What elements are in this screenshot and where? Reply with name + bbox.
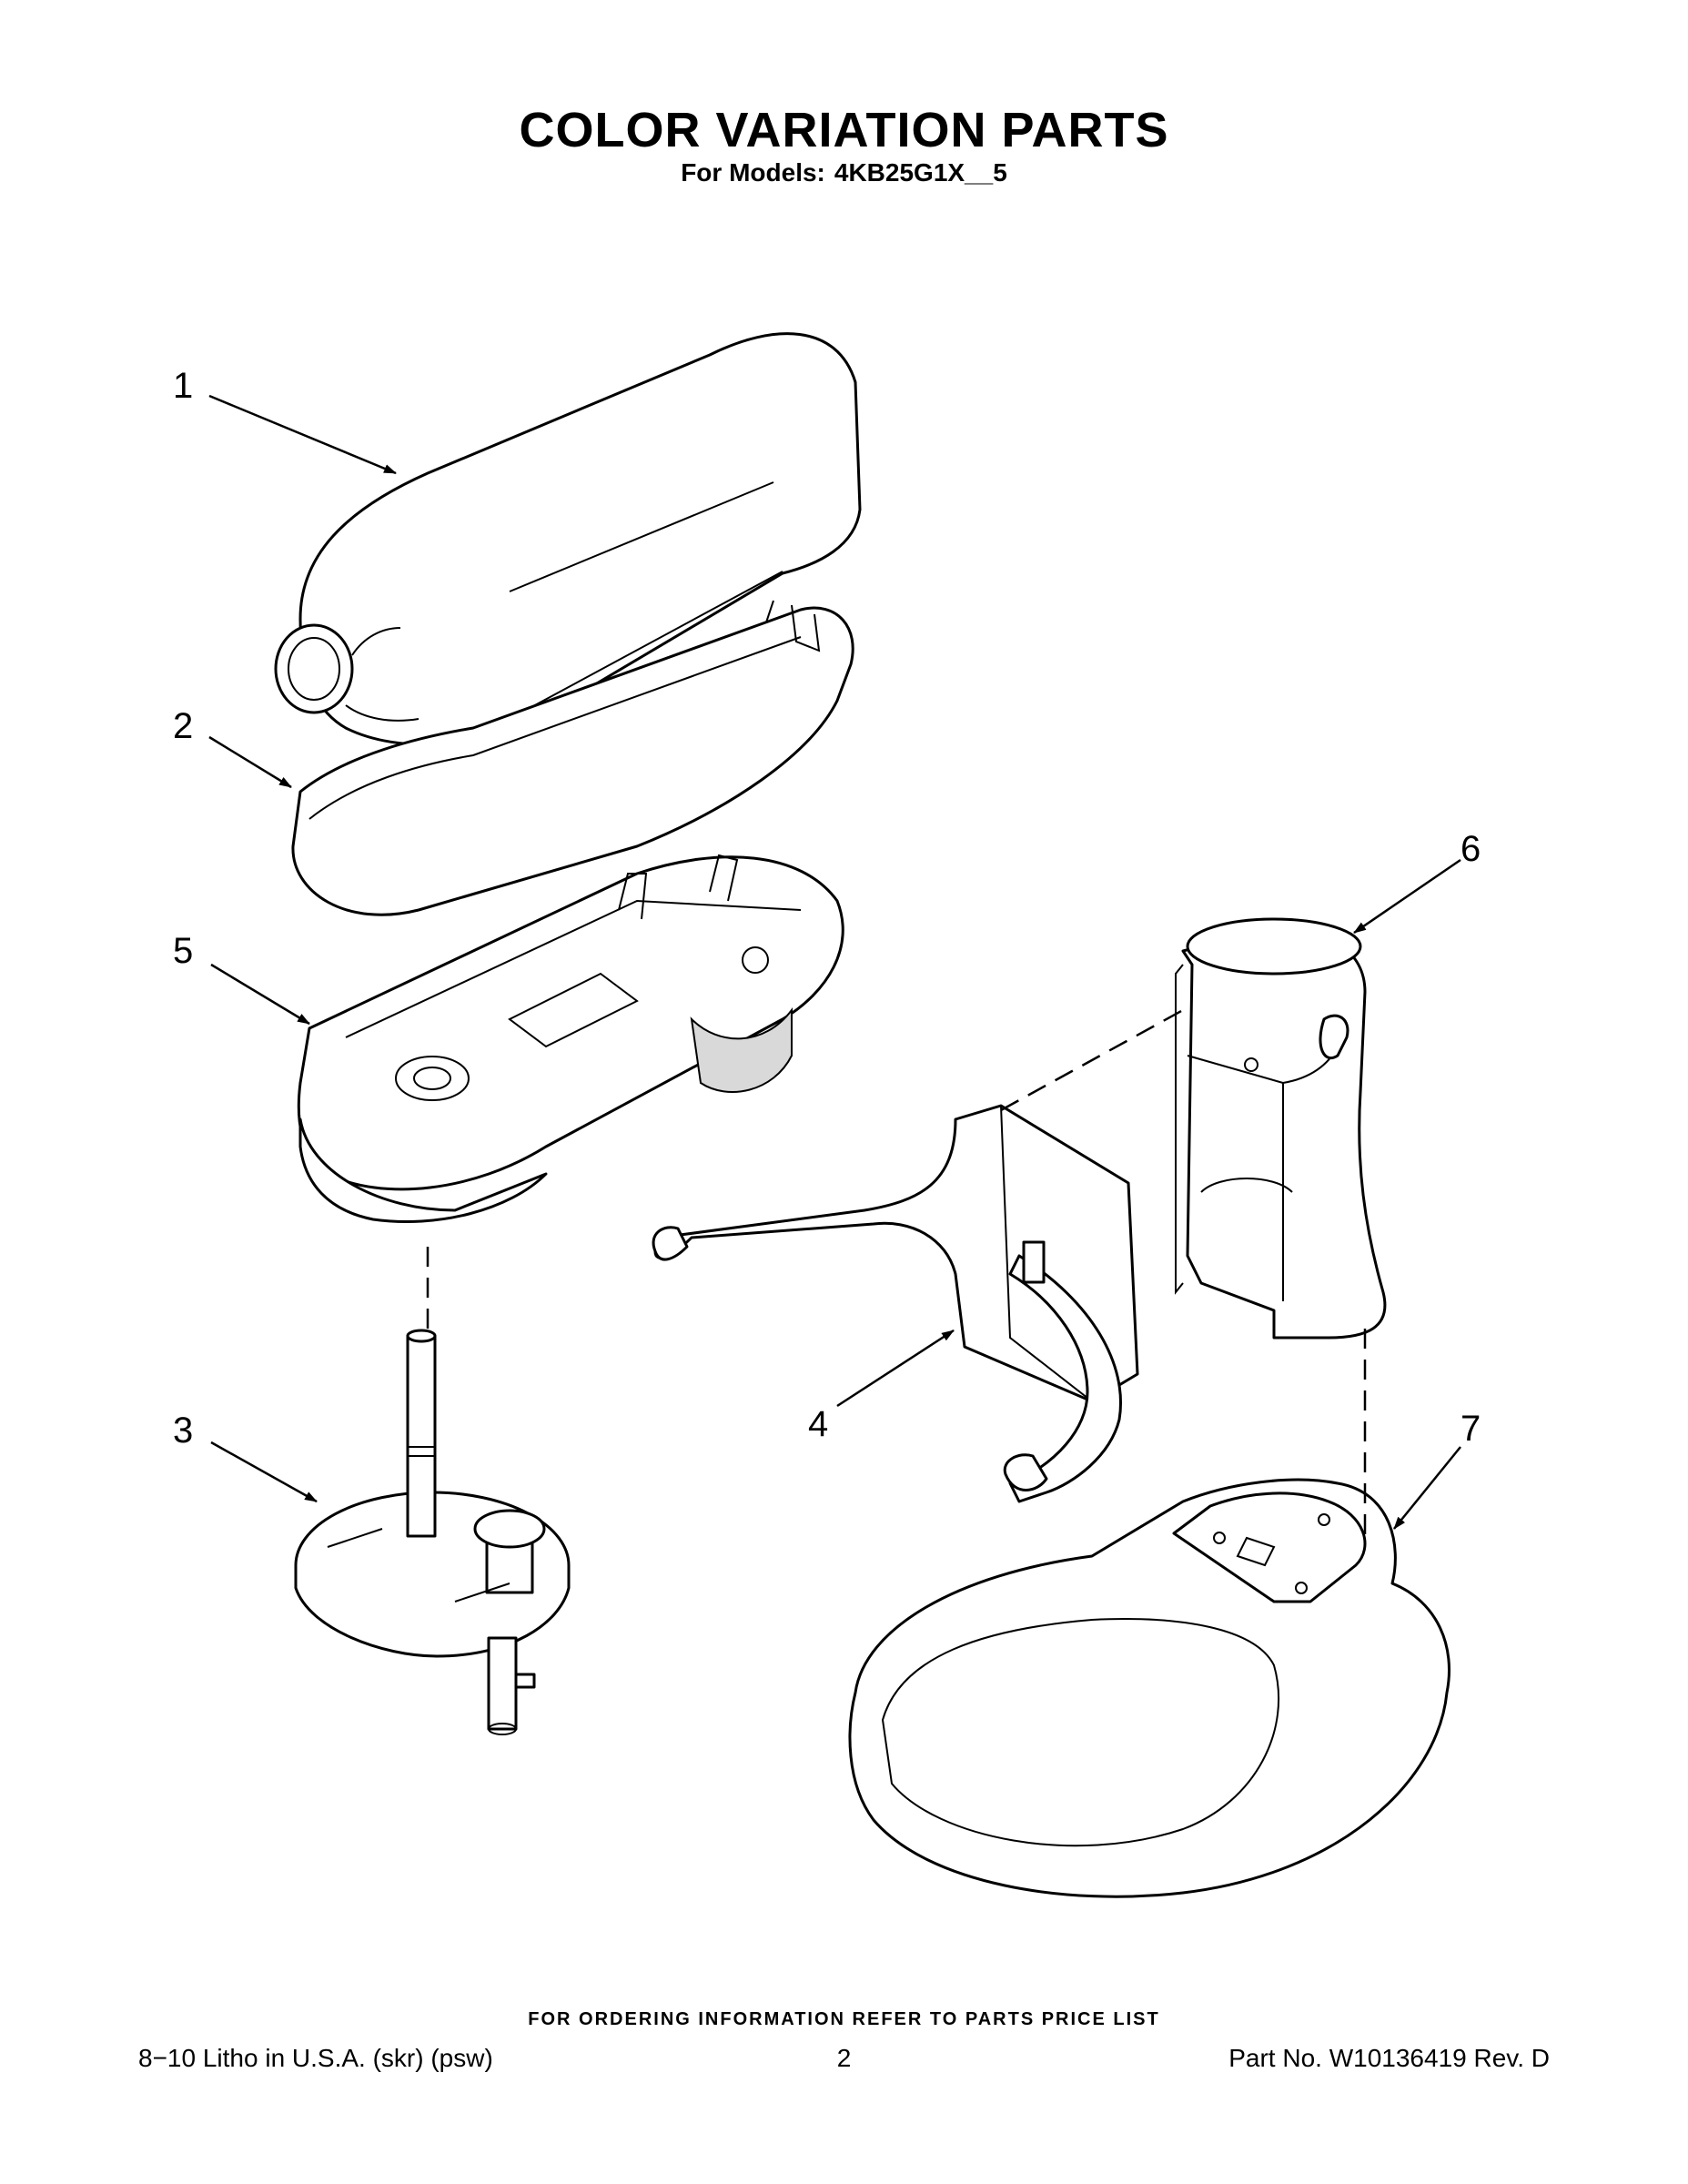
leader-1 [208,394,397,475]
leader-4 [836,1329,955,1408]
callout-5: 5 [173,931,194,971]
assembly-line-bracket-to-column [1000,1008,1184,1112]
models-label: For Models: [681,158,825,187]
part-3-planetary-assembly [294,1329,571,1735]
part-5-gear-case [297,854,844,1223]
leader-5 [210,963,310,1026]
leader-3 [210,1441,318,1503]
leader-2 [208,735,292,789]
part-number: Part No. W10136419 Rev. D [1228,2044,1550,2072]
leader-7 [1393,1446,1461,1530]
callout-1: 1 [173,366,194,406]
part-7-base [848,1478,1450,1898]
leader-6 [1353,858,1461,935]
part-6-column [1175,917,1387,1340]
callout-6: 6 [1461,829,1481,869]
litho-text: 8−10 Litho in U.S.A. (skr) (psw) [138,2044,493,2072]
page-number: 2 [836,2044,852,2072]
callout-7: 7 [1461,1409,1481,1449]
models-value: 4KB25G1X__5 [834,158,1007,187]
callout-2: 2 [173,706,194,746]
part-4-bowl-bracket [652,1104,1139,1503]
page-title: COLOR VARIATION PARTS [519,103,1169,157]
callout-4: 4 [808,1404,829,1444]
models-line: For Models: 4KB25G1X__5 [0,158,1688,187]
callout-3: 3 [173,1410,194,1451]
ordering-note: FOR ORDERING INFORMATION REFER TO PARTS … [528,2009,1160,2029]
part-2-trim-band [291,604,854,916]
